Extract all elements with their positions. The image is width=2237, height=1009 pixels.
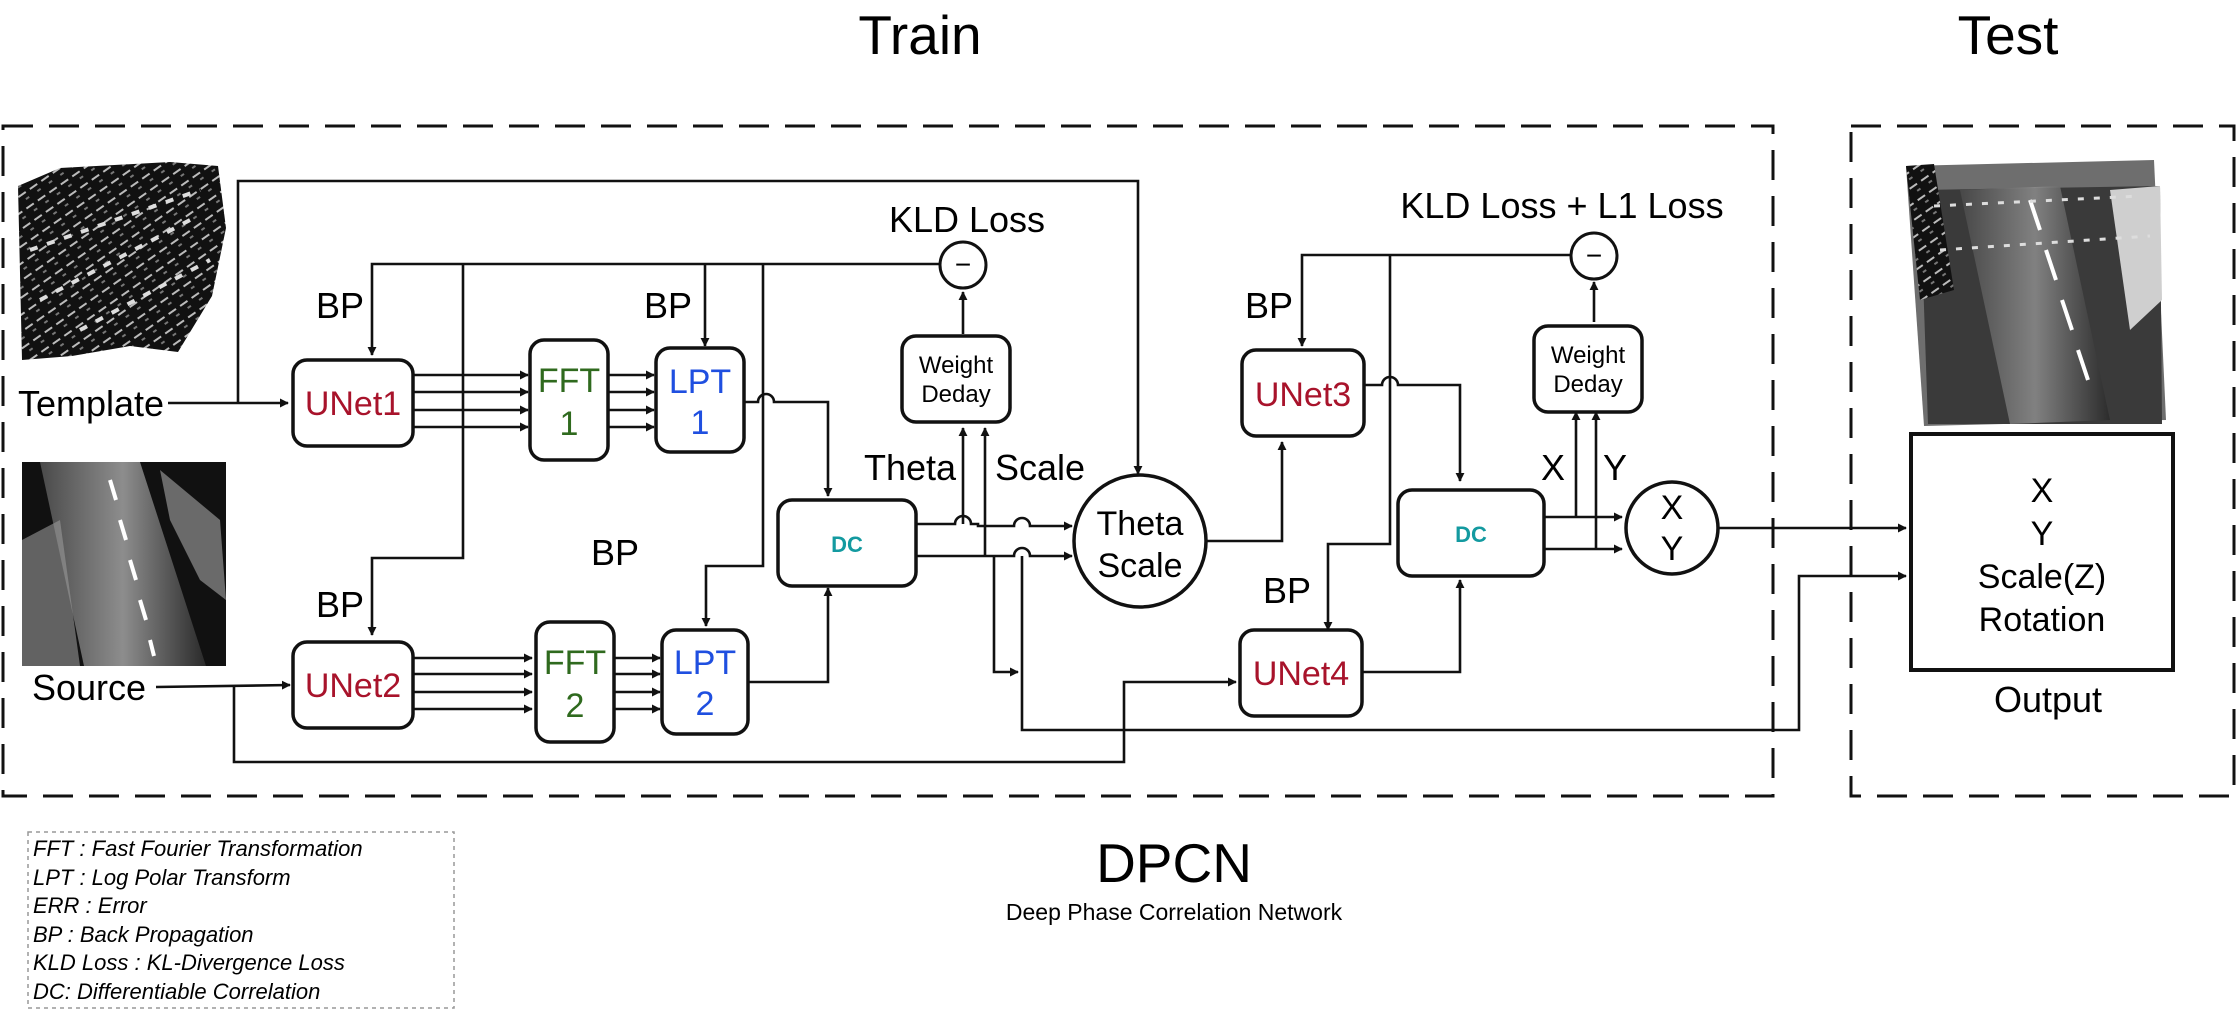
theta-scale-line1: Theta — [1097, 505, 1184, 543]
lpt1-block: LPT 1 — [654, 346, 746, 454]
dc2-block: DC — [1396, 488, 1546, 578]
output-line-x: X — [2031, 472, 2054, 510]
output-box: X Y Scale(Z) Rotation — [1909, 432, 2175, 672]
theta-scale-node: Theta Scale — [1072, 473, 1208, 609]
output-line-scale: Scale(Z) — [1978, 558, 2106, 596]
test-frame — [1849, 124, 2236, 798]
bp-label-unet3: BP — [1245, 285, 1293, 326]
legend-item: ERR : Error — [33, 893, 148, 918]
unet3-label: UNet3 — [1255, 376, 1351, 414]
subtract-symbol-1: − — [955, 249, 971, 280]
output-line-y: Y — [2031, 515, 2054, 553]
legend-item: FFT : Fast Fourier Transformation — [33, 836, 363, 861]
weight-decay-2-block: Weight Deday — [1532, 324, 1644, 414]
fft2-label: FFT — [544, 644, 606, 682]
dc1-block: DC — [776, 498, 918, 588]
theta-label: Theta — [864, 447, 957, 488]
theta-scale-line2: Scale — [1097, 547, 1182, 585]
legend-item: BP : Back Propagation — [33, 922, 254, 947]
test-header: Test — [1958, 4, 2059, 66]
weight-decay-2-line2: Deday — [1553, 371, 1622, 398]
template-label: Template — [18, 383, 164, 424]
bp-label-unet4: BP — [1263, 570, 1311, 611]
fft2-block: FFT 2 — [534, 620, 616, 744]
x-label: X — [1541, 447, 1565, 488]
kld-l1-loss-label: KLD Loss + L1 Loss — [1400, 185, 1723, 226]
subtract-node-2: − — [1569, 231, 1619, 281]
bp-label-unet2: BP — [316, 584, 364, 625]
lpt1-number: 1 — [691, 404, 710, 442]
bp-label-center: BP — [591, 532, 639, 573]
lpt1-label: LPT — [669, 363, 731, 401]
unet4-label: UNet4 — [1253, 655, 1349, 693]
registered-result-image — [1906, 160, 2166, 426]
output-line-rotation: Rotation — [1979, 601, 2106, 639]
output-caption: Output — [1994, 679, 2102, 720]
legend-item: DC: Differentiable Correlation — [33, 979, 320, 1004]
source-image — [22, 462, 226, 666]
unet3-block: UNet3 — [1240, 348, 1366, 438]
bp-label-unet1: BP — [316, 285, 364, 326]
weight-decay-1-block: Weight Deday — [900, 334, 1012, 424]
weight-decay-2-line1: Weight — [1551, 342, 1626, 369]
xy-node: X Y — [1624, 480, 1720, 576]
xy-line2: Y — [1661, 530, 1684, 568]
lpt2-block: LPT 2 — [660, 628, 750, 736]
unet4-block: UNet4 — [1238, 628, 1364, 718]
scale-label: Scale — [995, 447, 1085, 488]
train-header: Train — [858, 4, 981, 66]
fft1-number: 1 — [560, 405, 579, 443]
fft1-label: FFT — [538, 362, 600, 400]
y-label: Y — [1603, 447, 1627, 488]
weight-decay-1-line1: Weight — [919, 352, 994, 379]
legend: FFT : Fast Fourier Transformation LPT : … — [27, 831, 455, 1009]
bp-label-lpt1: BP — [644, 285, 692, 326]
fft2-number: 2 — [566, 687, 585, 725]
legend-item: KLD Loss : KL-Divergence Loss — [33, 950, 345, 975]
dpcn-subtitle: Deep Phase Correlation Network — [1006, 899, 1343, 925]
lpt2-label: LPT — [674, 644, 736, 682]
weight-decay-1-line2: Deday — [921, 381, 990, 408]
subtract-symbol-2: − — [1586, 240, 1602, 271]
legend-item: LPT : Log Polar Transform — [33, 865, 291, 890]
xy-line1: X — [1661, 489, 1684, 527]
lpt2-number: 2 — [696, 685, 715, 723]
dpcn-title: DPCN — [1096, 832, 1252, 894]
subtract-node-1: − — [938, 240, 988, 290]
kld-loss-label: KLD Loss — [889, 199, 1045, 240]
template-image — [18, 162, 226, 360]
train-frame — [1, 124, 1775, 798]
fft1-block: FFT 1 — [528, 338, 610, 462]
dc1-label: DC — [831, 532, 863, 557]
unet1-label: UNet1 — [305, 385, 401, 423]
unet1-block: UNet1 — [291, 358, 415, 448]
unet2-block: UNet2 — [291, 640, 415, 730]
unet2-label: UNet2 — [305, 667, 401, 705]
source-label: Source — [32, 667, 146, 708]
dc2-label: DC — [1455, 522, 1487, 547]
